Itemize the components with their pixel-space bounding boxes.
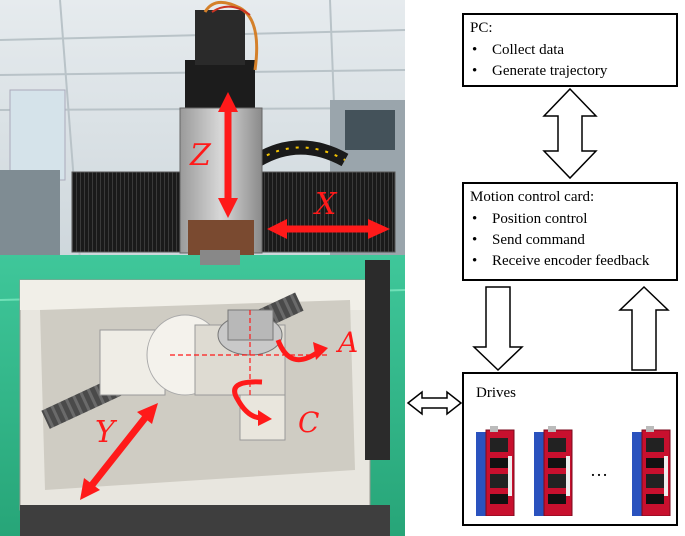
- motion-card-title: Motion control card:: [470, 188, 670, 206]
- motion-card-item: Send command: [470, 230, 670, 251]
- drives-title: Drives: [476, 384, 664, 402]
- pc-title: PC:: [470, 19, 670, 37]
- machine-photo: Z X Y A C: [0, 0, 405, 536]
- machine-drives-double-arrow: [408, 392, 461, 414]
- machine-right-screen: [345, 110, 395, 150]
- pc-item: Collect data: [470, 40, 670, 61]
- axis-label-x: X: [313, 187, 338, 222]
- axis-label-z: Z: [189, 138, 212, 173]
- pc-motion-double-arrow: [544, 89, 596, 178]
- pc-items: Collect data Generate trajectory: [470, 40, 670, 82]
- axis-label-a: A: [335, 326, 358, 359]
- gantry-bellows-left: [72, 172, 187, 252]
- motion-card-items: Position control Send command Receive en…: [470, 209, 670, 272]
- motion-card-item: Receive encoder feedback: [470, 251, 670, 272]
- command-down-arrow: [474, 287, 522, 370]
- motion-card-item: Position control: [470, 209, 670, 230]
- drive-units: …: [472, 426, 672, 516]
- drive-unit-2: [534, 426, 572, 516]
- drive-unit-1: [476, 426, 514, 516]
- pc-box: PC: Collect data Generate trajectory: [462, 13, 678, 87]
- motion-control-card-box: Motion control card: Position control Se…: [462, 182, 678, 281]
- drive-unit-3: [632, 426, 670, 516]
- drives-ellipsis: …: [590, 460, 608, 480]
- feedback-up-arrow: [620, 287, 668, 370]
- pc-item: Generate trajectory: [470, 61, 670, 82]
- drives-box: Drives: [462, 372, 678, 526]
- axis-label-c: C: [298, 406, 319, 439]
- axis-label-y: Y: [95, 415, 118, 450]
- window-panel: [10, 90, 65, 180]
- cabinet-left: [0, 170, 60, 260]
- spindle-motor: [185, 60, 255, 110]
